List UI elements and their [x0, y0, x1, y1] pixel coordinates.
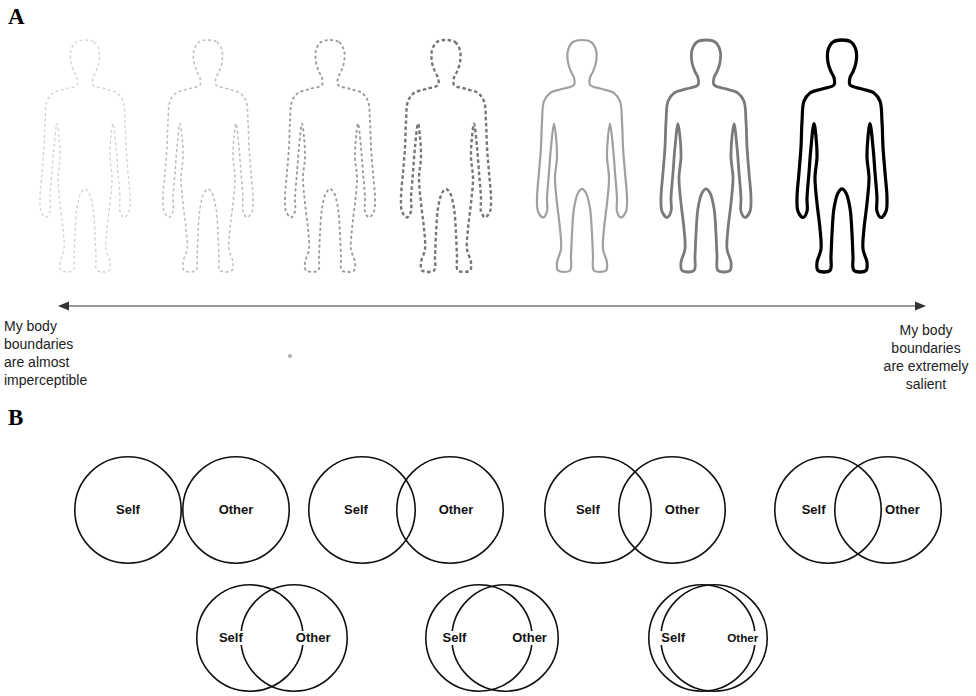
circle-label: Self [800, 503, 828, 518]
circle-outline [775, 457, 881, 563]
circle-outline [309, 457, 415, 563]
circle-label: Other [294, 631, 333, 646]
axis-end-label: My body boundaries are almost impercepti… [4, 317, 96, 389]
panel-letter: B [8, 405, 48, 431]
body-outline [40, 40, 130, 272]
body-outline [797, 40, 887, 272]
circle-label: Other [437, 503, 476, 518]
venn-circle: Other [240, 584, 348, 692]
body-outline [537, 40, 627, 272]
venn-circle: Other [182, 456, 290, 564]
venn-circle: Self [196, 584, 304, 692]
venn-circle: Self [308, 456, 416, 564]
axis-end-label: My body boundaries are extremely salient [880, 321, 972, 393]
body-outline [661, 40, 751, 272]
circle-label: Other [725, 631, 760, 644]
venn-circle: Self [74, 456, 182, 564]
circle-label: Other [217, 503, 256, 518]
circle-outline [183, 457, 289, 563]
venn-circle: Other [834, 456, 942, 564]
circle-outline [619, 457, 725, 563]
circle-outline [397, 457, 503, 563]
body-outline [285, 40, 375, 272]
venn-circle: Self [774, 456, 882, 564]
circle-label: Self [342, 503, 370, 518]
axis-line [64, 305, 920, 306]
circle-label: Self [574, 503, 602, 518]
circle-label: Self [440, 631, 468, 646]
circle-outline [75, 457, 181, 563]
body-outline [163, 40, 253, 272]
circle-outline [661, 585, 767, 691]
circle-outline [774, 456, 882, 564]
circle-outline [545, 457, 651, 563]
circle-label: Self [114, 503, 142, 518]
panel-letter: A [8, 4, 48, 30]
venn-circle: Other [618, 456, 726, 564]
circle-label: Other [510, 631, 549, 646]
circle-outline [197, 585, 303, 691]
circle-label: Self [659, 631, 687, 646]
stray-dot [288, 354, 292, 358]
arrow-head [58, 302, 69, 311]
circle-label: Other [883, 503, 922, 518]
circle-outline [452, 585, 558, 691]
arrow-head [915, 302, 926, 311]
circle-label: Self [217, 631, 245, 646]
venn-circle: Self [544, 456, 652, 564]
circle-outline [241, 585, 347, 691]
circle-outline [835, 457, 941, 563]
circle-label: Other [663, 503, 702, 518]
body-outline [401, 40, 491, 272]
circle-outline [196, 584, 304, 692]
venn-circle: Other [396, 456, 504, 564]
